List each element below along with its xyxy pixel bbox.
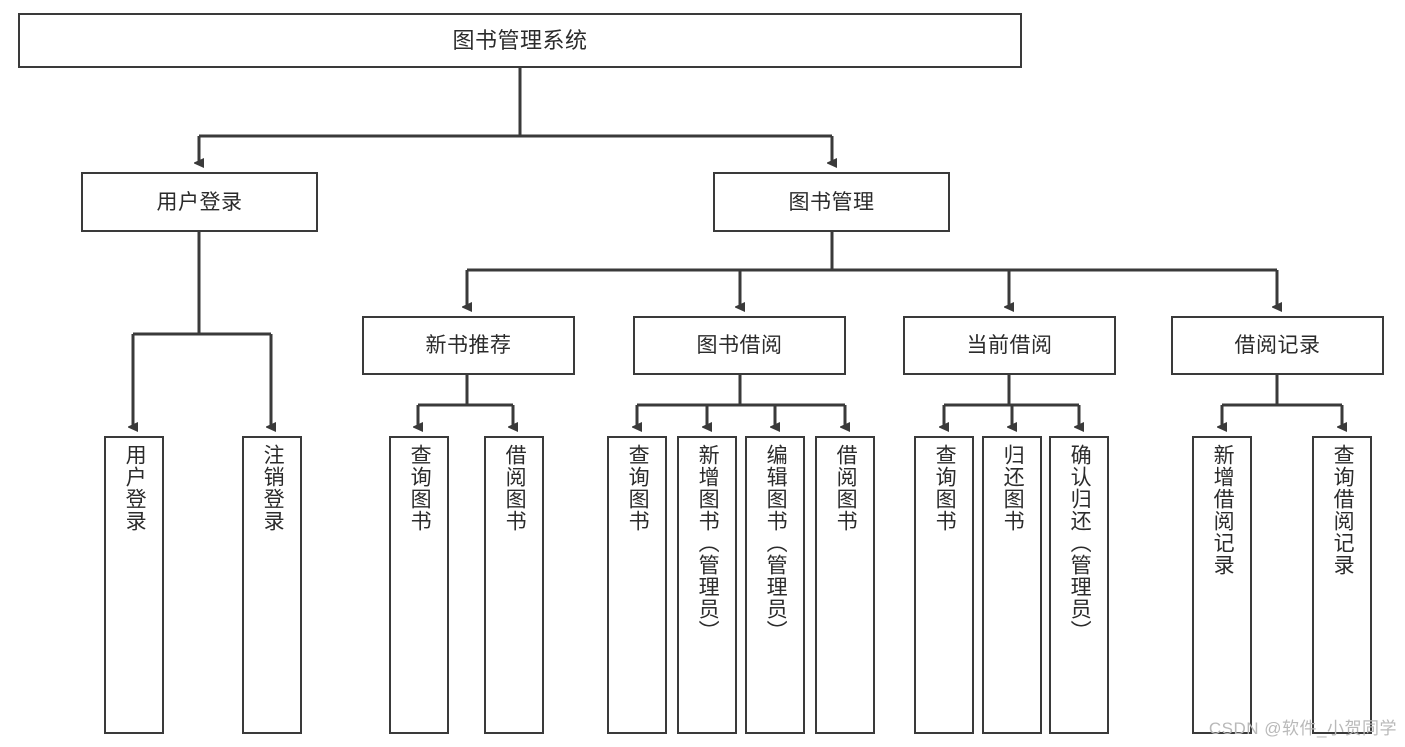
leaf-current-query-book[interactable]: 查询图书 — [914, 436, 974, 734]
node-book-borrow-label: 图书借阅 — [696, 334, 783, 357]
node-book-borrow[interactable]: 图书借阅 — [633, 316, 846, 375]
leaf-borrow-add-book-admin[interactable]: 新增图书（管理员） — [677, 436, 737, 734]
leaf-label: 注销登录 — [261, 444, 285, 532]
leaf-user-login-login[interactable]: 用户登录 — [104, 436, 164, 734]
leaf-borrow-edit-book-admin[interactable]: 编辑图书（管理员） — [745, 436, 805, 734]
node-new-book-recommend[interactable]: 新书推荐 — [362, 316, 575, 375]
node-book-management[interactable]: 图书管理 — [713, 172, 950, 232]
leaf-record-query-record[interactable]: 查询借阅记录 — [1312, 436, 1372, 734]
leaf-current-confirm-return-admin[interactable]: 确认归还（管理员） — [1049, 436, 1109, 734]
leaf-label: 查询图书 — [626, 444, 650, 532]
node-user-login-label: 用户登录 — [156, 190, 243, 214]
leaf-label: 借阅图书 — [503, 444, 527, 532]
leaf-label: 归还图书 — [1001, 444, 1025, 532]
leaf-borrow-query-book[interactable]: 查询图书 — [607, 436, 667, 734]
leaf-label: 确认归还（管理员） — [1068, 444, 1092, 642]
leaf-label: 新增图书（管理员） — [696, 444, 720, 642]
leaf-label: 查询图书 — [933, 444, 957, 532]
leaf-label: 查询图书 — [408, 444, 432, 532]
leaf-new-book-query[interactable]: 查询图书 — [389, 436, 449, 734]
leaf-borrow-borrow-book[interactable]: 借阅图书 — [815, 436, 875, 734]
leaf-label: 借阅图书 — [834, 444, 858, 532]
leaf-record-add-record[interactable]: 新增借阅记录 — [1192, 436, 1252, 734]
node-current-borrow-label: 当前借阅 — [966, 334, 1053, 357]
node-book-management-label: 图书管理 — [788, 190, 875, 214]
node-root[interactable]: 图书管理系统 — [18, 13, 1022, 68]
leaf-current-return-book[interactable]: 归还图书 — [982, 436, 1042, 734]
leaf-user-login-logout[interactable]: 注销登录 — [242, 436, 302, 734]
node-user-login[interactable]: 用户登录 — [81, 172, 318, 232]
leaf-label: 用户登录 — [123, 444, 147, 532]
node-current-borrow[interactable]: 当前借阅 — [903, 316, 1116, 375]
watermark: CSDN @软件_小贺同学 — [1208, 719, 1397, 738]
leaf-label: 新增借阅记录 — [1211, 444, 1235, 576]
leaf-new-book-borrow[interactable]: 借阅图书 — [484, 436, 544, 734]
node-new-book-recommend-label: 新书推荐 — [425, 334, 512, 357]
node-borrow-record[interactable]: 借阅记录 — [1171, 316, 1384, 375]
node-borrow-record-label: 借阅记录 — [1234, 334, 1321, 357]
node-root-label: 图书管理系统 — [452, 27, 588, 53]
leaf-label: 编辑图书（管理员） — [764, 444, 788, 642]
leaf-label: 查询借阅记录 — [1331, 444, 1355, 576]
